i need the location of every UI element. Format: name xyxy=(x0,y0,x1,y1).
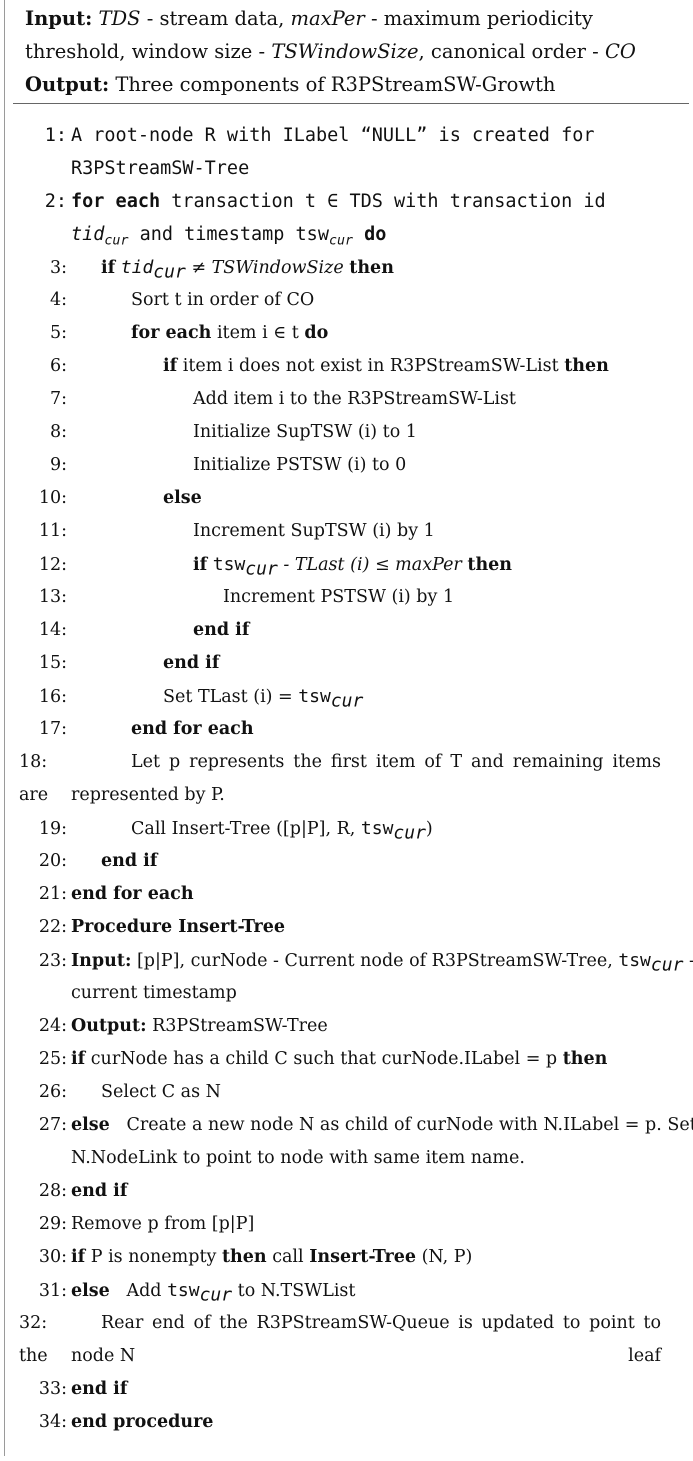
input-label: Input: xyxy=(25,7,93,30)
step-26: 26:Select C as N xyxy=(38,1082,221,1102)
step-32-cont: node N xyxy=(71,1346,136,1366)
step-27: 27:else Create a new node N as child of … xyxy=(38,1115,693,1135)
step-25: 25:if curNode has a child C such that cu… xyxy=(38,1049,608,1069)
step-17: 17:end for each xyxy=(38,719,254,739)
step-7: 7:Add item i to the R3PStreamSW-List xyxy=(49,389,516,409)
step-11: 11:Increment SupTSW (i) by 1 xyxy=(38,521,435,541)
input-text: TDS - stream data, maxPer - maximum peri… xyxy=(25,7,636,63)
output-label: Output: xyxy=(25,73,110,96)
algorithm-output: Output: Three components of R3PStreamSW-… xyxy=(25,68,673,101)
step-2-cont: tidcur and timestamp tswcur do xyxy=(71,224,387,249)
step-21: 21:end for each xyxy=(38,884,194,904)
step-18-cont: represented by P. xyxy=(71,785,225,805)
step-12: 12:if tswcur - TLast (i) ≤ maxPer then xyxy=(38,554,513,580)
step-15: 15:end if xyxy=(38,653,220,673)
step-30: 30:if P is nonempty then call Insert-Tre… xyxy=(38,1247,473,1267)
step-23-cont: current timestamp xyxy=(71,983,237,1003)
step-19: 19:Call Insert-Tree ([p|P], R, tswcur) xyxy=(38,818,433,844)
step-18: 18:Let p represents the first item of T … xyxy=(19,752,661,805)
step-2: 2:for each transaction t ∈ TDS with tran… xyxy=(44,191,606,212)
step-16: 16:Set TLast (i) = tswcur xyxy=(38,686,364,712)
step-22: 22:Procedure Insert-Tree xyxy=(38,917,286,937)
step-31: 31:else Add tswcur to N.TSWList xyxy=(38,1280,356,1306)
step-24: 24:Output: R3PStreamSW-Tree xyxy=(38,1016,328,1036)
step-1: 1:A root-node R with ILabel “NULL” is cr… xyxy=(44,125,595,146)
step-27-cont: N.NodeLink to point to node with same it… xyxy=(71,1148,525,1168)
step-3: 3:if tidcur ≠ TSWindowSize then xyxy=(49,257,394,283)
algorithm-box: Input: TDS - stream data, maxPer - maxim… xyxy=(4,0,693,1456)
step-4: 4:Sort t in order of CO xyxy=(49,290,315,310)
step-10: 10:else xyxy=(38,488,202,508)
step-1-text: A root-node R with ILabel “NULL” is crea… xyxy=(71,125,595,146)
step-29: 29:Remove p from [p|P] xyxy=(38,1214,255,1234)
step-14: 14:end if xyxy=(38,620,250,640)
step-8: 8:Initialize SupTSW (i) to 1 xyxy=(49,422,417,442)
step-9: 9:Initialize PSTSW (i) to 0 xyxy=(49,455,407,475)
algorithm-input: Input: TDS - stream data, maxPer - maxim… xyxy=(25,2,673,68)
step-33: 33:end if xyxy=(38,1379,128,1399)
step-23: 23:Input: [p|P], curNode - Current node … xyxy=(38,950,693,976)
step-20: 20:end if xyxy=(38,851,158,871)
step-28: 28:end if xyxy=(38,1181,128,1201)
step-6: 6:if item i does not exist in R3PStreamS… xyxy=(49,356,609,376)
step-5: 5:for each item i ∈ t do xyxy=(49,323,329,343)
step-1-cont: R3PStreamSW-Tree xyxy=(71,158,250,179)
step-34: 34:end procedure xyxy=(38,1412,214,1432)
output-text: Three components of R3PStreamSW-Growth xyxy=(109,73,556,96)
step-32: 32:Rear end of the R3PStreamSW-Queue is … xyxy=(19,1313,661,1366)
header-rule xyxy=(13,103,689,104)
step-13: 13:Increment PSTSW (i) by 1 xyxy=(38,587,455,607)
